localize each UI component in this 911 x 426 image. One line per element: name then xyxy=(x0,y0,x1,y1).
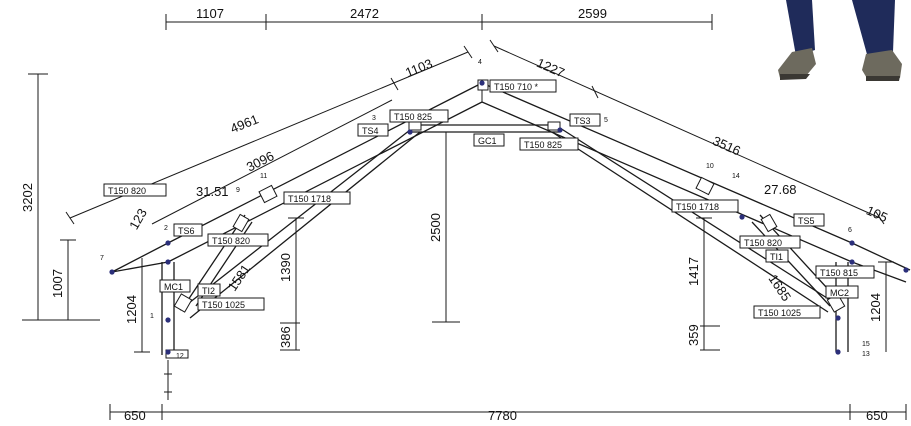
joint-nodes xyxy=(109,80,909,355)
node-5: 5 xyxy=(604,117,608,124)
node-15: 15 xyxy=(862,341,870,348)
dim-slope-1685: 1685 xyxy=(765,272,794,304)
tag-gc1: GC1 xyxy=(478,136,497,146)
tag-ti1: TI1 xyxy=(770,252,783,262)
tag-t150-825-top: T150 825 xyxy=(394,112,432,122)
dim-slope-3516: 3516 xyxy=(710,133,743,158)
dim-vertical-359: 359 xyxy=(686,324,701,346)
tag-t150-820-right: T150 820 xyxy=(744,238,782,248)
node-11: 11 xyxy=(260,173,267,180)
tag-t150-710: T150 710 * xyxy=(494,82,539,92)
worker-figure-illustration xyxy=(778,0,902,81)
dim-slope-4961: 4961 xyxy=(228,111,260,136)
node-2: 2 xyxy=(164,225,168,232)
tag-t150-820-left: T150 820 xyxy=(108,186,146,196)
dimension-labels: 1107 2472 2599 4961 1103 3096 1227 3516 … xyxy=(20,6,890,423)
node-numbers: 1 2 3 4 5 6 7 9 10 11 12 13 14 15 xyxy=(100,59,870,360)
dim-slope-1581: 1581 xyxy=(225,261,254,293)
tag-t150-815: T150 815 xyxy=(820,268,858,278)
tag-t150-825-right: T150 825 xyxy=(524,140,562,150)
node-14: 14 xyxy=(732,173,740,180)
node-3: 3 xyxy=(372,115,376,122)
dim-vertical-1204-right: 1204 xyxy=(868,293,883,322)
dim-slope-3096: 3096 xyxy=(244,148,277,174)
angle-right: 27.68 xyxy=(764,182,797,197)
dim-vertical-1204-left: 1204 xyxy=(124,295,139,324)
dim-vertical-3202: 3202 xyxy=(20,183,35,212)
node-12: 12 xyxy=(176,353,184,360)
dim-slope-1103: 1103 xyxy=(403,56,435,80)
dim-vertical-1417: 1417 xyxy=(686,257,701,286)
dim-top-2: 2472 xyxy=(350,6,379,21)
node-1: 1 xyxy=(150,313,154,320)
dim-top-1: 1107 xyxy=(196,6,224,21)
dim-slope-1227: 1227 xyxy=(534,55,567,80)
member-tags: T150 820 T150 710 * T150 825 TS3 TS4 GC1… xyxy=(103,79,875,319)
node-13: 13 xyxy=(862,351,870,358)
tag-t150-1025-left: T150 1025 xyxy=(202,300,245,310)
dim-bottom-left: 650 xyxy=(124,408,146,423)
tag-ts4: TS4 xyxy=(362,126,379,136)
dim-slope-123: 123 xyxy=(126,206,150,232)
node-10: 10 xyxy=(706,163,714,170)
angle-left: 31.51 xyxy=(196,184,229,199)
node-9: 9 xyxy=(236,187,240,194)
tag-ts5: TS5 xyxy=(798,216,815,226)
dim-vertical-2500: 2500 xyxy=(428,213,443,242)
tag-mc2: MC2 xyxy=(830,288,849,298)
dimension-lines xyxy=(22,14,907,420)
node-7: 7 xyxy=(100,255,104,262)
dim-slope-105: 105 xyxy=(864,203,890,226)
dim-top-3: 2599 xyxy=(578,6,607,21)
tag-mc1: MC1 xyxy=(164,282,183,292)
node-6: 6 xyxy=(848,227,852,234)
node-4: 4 xyxy=(478,59,482,66)
tag-ti2: TI2 xyxy=(202,286,215,296)
dim-vertical-386: 386 xyxy=(278,326,293,348)
dim-bottom-right: 650 xyxy=(866,408,888,423)
tag-t150-820-mid: T150 820 xyxy=(212,236,250,246)
tag-ts3: TS3 xyxy=(574,116,591,126)
dim-bottom-center: 7780 xyxy=(488,408,517,423)
tag-t150-1718-left: T150 1718 xyxy=(288,194,331,204)
dim-vertical-1390: 1390 xyxy=(278,253,293,282)
dim-vertical-1007: 1007 xyxy=(50,269,65,298)
tag-t150-1718-right: T150 1718 xyxy=(676,202,719,212)
tag-t150-1025-right: T150 1025 xyxy=(758,308,801,318)
tag-ts6: TS6 xyxy=(178,226,195,236)
